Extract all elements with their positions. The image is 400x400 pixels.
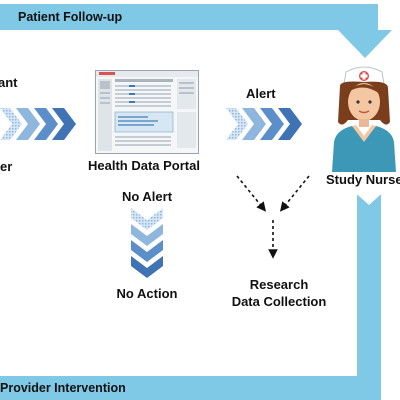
provider-label-fragment: er xyxy=(0,159,13,174)
no-action-label: No Action xyxy=(116,286,178,301)
research-line-2: Data Collection xyxy=(231,294,327,309)
health-data-portal-label: Health Data Portal xyxy=(88,158,200,173)
patient-follow-up-label: Patient Follow-up xyxy=(18,10,123,24)
portal-screenshot xyxy=(95,70,199,154)
research-label: Research Data Collection xyxy=(224,276,334,310)
provider-intervention-label: Provider Intervention xyxy=(0,381,126,395)
left-chevron-arrow xyxy=(0,108,76,140)
study-nurse-label: Study Nurse xyxy=(326,172,400,187)
alert-chevron-arrow xyxy=(226,108,302,140)
no-alert-chevron-arrow xyxy=(131,208,163,278)
study-nurse-illustration xyxy=(332,66,396,172)
lower-right-notch xyxy=(350,188,388,205)
arrow-from-alert xyxy=(236,175,267,212)
bottom-band xyxy=(0,376,381,400)
participant-label-fragment: ant xyxy=(0,75,18,90)
alert-label: Alert xyxy=(246,86,276,101)
no-alert-label: No Alert xyxy=(121,189,173,204)
right-top-band xyxy=(352,4,378,34)
top-band xyxy=(0,4,378,30)
right-bottom-band xyxy=(357,188,381,400)
research-line-1: Research xyxy=(249,277,309,292)
down-arrow-head xyxy=(338,30,392,58)
research-dotted-arrows xyxy=(236,175,310,259)
arrow-from-nurse xyxy=(279,175,310,212)
